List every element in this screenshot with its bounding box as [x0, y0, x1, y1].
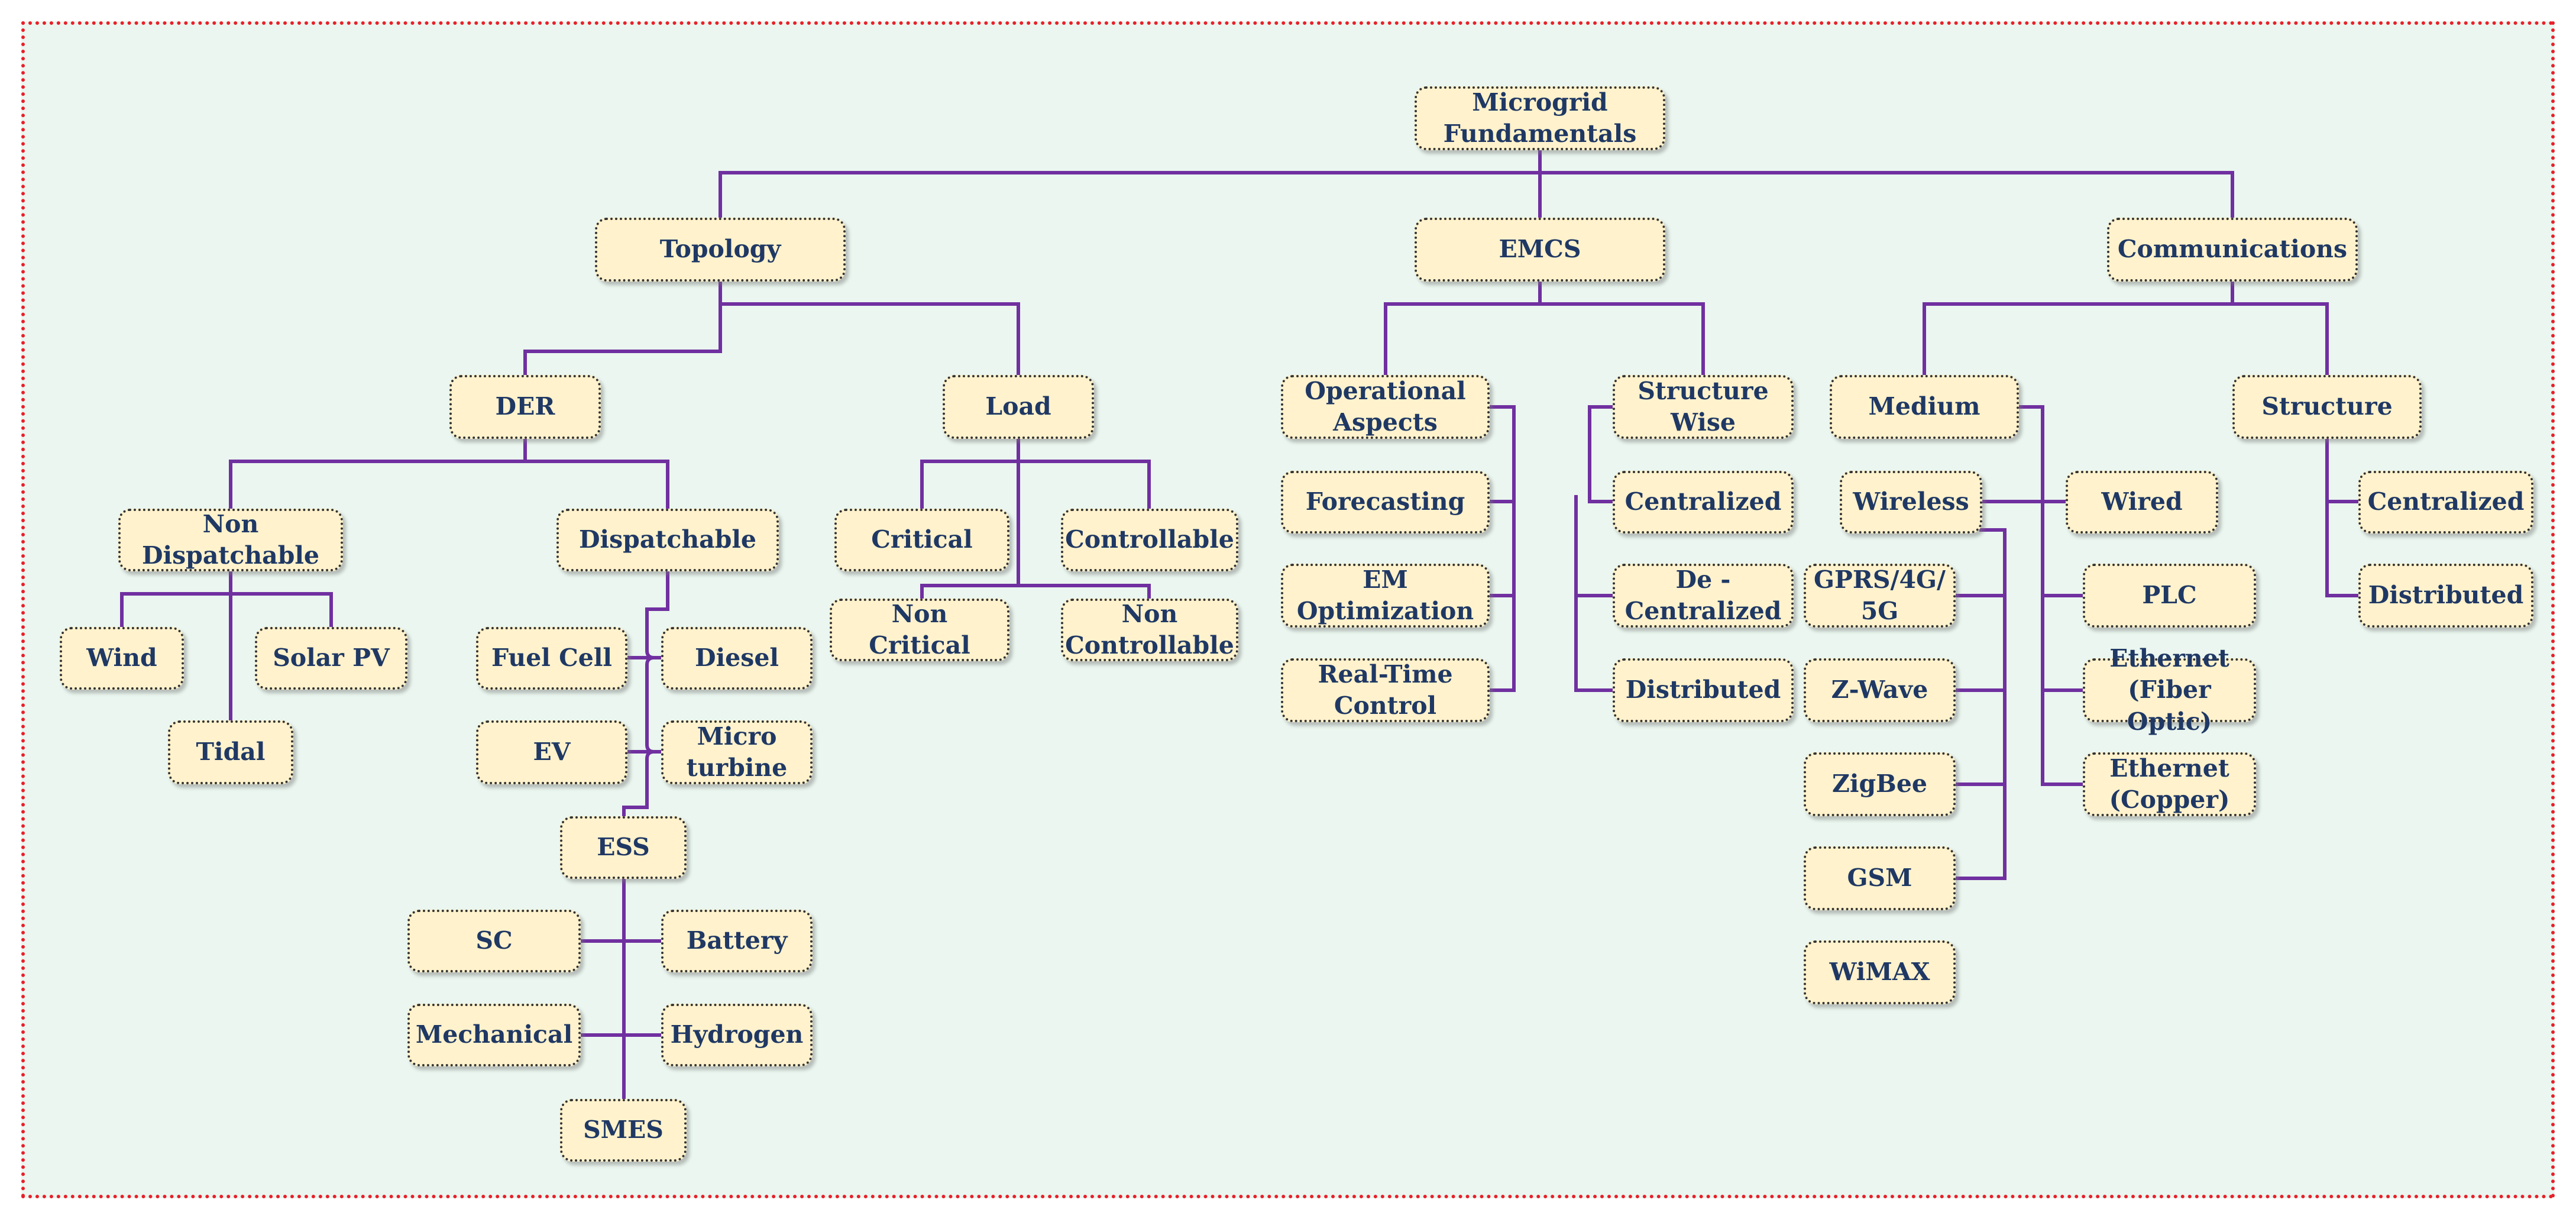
node-diesel: Diesel [661, 627, 813, 690]
node-smes: SMES [560, 1099, 687, 1162]
node-zigbee: ZigBee [1804, 752, 1956, 816]
node-communications: Communications [2107, 218, 2358, 282]
node-wimax: WiMAX [1804, 940, 1956, 1004]
node-comm-centralized: Centralized [2358, 471, 2533, 533]
node-non-controllable: Non Controllable [1061, 599, 1238, 661]
node-plc: PLC [2083, 564, 2256, 628]
node-non-critical: Non Critical [830, 599, 1009, 661]
node-medium: Medium [1830, 375, 2019, 439]
node-structure-wise: Structure Wise [1613, 375, 1794, 439]
node-mechanical: Mechanical [407, 1004, 581, 1066]
node-fuel-cell: Fuel Cell [476, 627, 627, 690]
node-ethernet-fiber: Ethernet (Fiber Optic) [2083, 644, 2256, 736]
node-emcs-distributed: Distributed [1613, 658, 1794, 722]
node-emcs-centralized: Centralized [1613, 471, 1794, 533]
node-tidal: Tidal [168, 720, 293, 784]
node-ev: EV [476, 720, 627, 784]
node-gprs-4g-5g: GPRS/4G/ 5G [1804, 564, 1956, 628]
node-emcs-decentralized: De - Centralized [1613, 564, 1794, 628]
node-ethernet-copper: Ethernet (Copper) [2083, 752, 2256, 816]
node-wind: Wind [60, 627, 184, 690]
node-microgrid-fundamentals: Microgrid Fundamentals [1415, 86, 1665, 150]
node-structure: Structure [2232, 375, 2422, 439]
node-sc: SC [407, 910, 581, 972]
node-em-optimization: EM Optimization [1281, 564, 1490, 628]
node-gsm: GSM [1804, 846, 1956, 910]
node-emcs: EMCS [1415, 218, 1665, 282]
node-wireless: Wireless [1840, 471, 1982, 533]
node-topology: Topology [595, 218, 846, 282]
node-solar-pv: Solar PV [255, 627, 407, 690]
node-ess: ESS [560, 816, 687, 879]
node-real-time-control: Real-Time Control [1281, 658, 1490, 722]
node-wired: Wired [2066, 471, 2218, 533]
node-critical: Critical [834, 509, 1009, 571]
node-controllable: Controllable [1061, 509, 1238, 571]
node-non-dispatchable: Non Dispatchable [118, 509, 343, 571]
node-operational-aspects: Operational Aspects [1281, 375, 1490, 439]
node-micro-turbine: Micro turbine [661, 720, 813, 784]
node-der: DER [449, 375, 601, 439]
node-comm-distributed: Distributed [2358, 564, 2533, 628]
node-hydrogen: Hydrogen [661, 1004, 813, 1066]
node-battery: Battery [661, 910, 813, 972]
node-forecasting: Forecasting [1281, 471, 1490, 533]
node-dispatchable: Dispatchable [556, 509, 779, 571]
node-z-wave: Z-Wave [1804, 658, 1956, 722]
node-load: Load [943, 375, 1094, 439]
